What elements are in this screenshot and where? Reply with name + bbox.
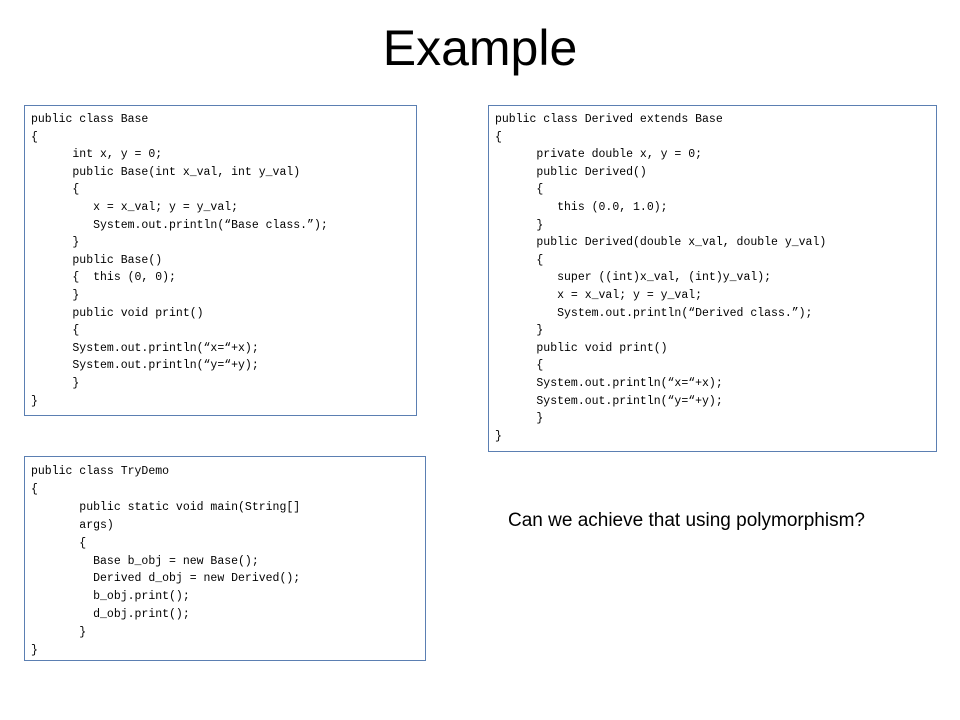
derived-code-line: System.out.println(“Derived class.”); <box>495 306 813 320</box>
base-code-line: x = x_val; y = y_val; <box>31 200 239 214</box>
trydemo-code-line: Derived d_obj = new Derived(); <box>31 572 301 586</box>
derived-code-line: { <box>495 130 502 144</box>
base-code-line: } <box>31 288 80 302</box>
trydemo-code-line: b_obj.print(); <box>31 590 190 604</box>
derived-code-line: public Derived() <box>495 165 647 179</box>
trydemo-code-line: public class TryDemo <box>31 465 170 478</box>
trydemo-code-line: } <box>31 644 38 658</box>
base-code-line: int x, y = 0; <box>31 148 163 162</box>
code-lines: public class TryDemo { public static void… <box>31 463 419 660</box>
derived-code-line: public class Derived extends Base <box>495 113 723 126</box>
base-code-line: System.out.println(“y=“+y); <box>31 359 259 373</box>
derived-code-line: { <box>495 253 544 267</box>
derived-code-line: } <box>495 324 544 338</box>
code-lines: public class Base { int x, y = 0; public … <box>31 111 410 410</box>
derived-code-line: super ((int)x_val, (int)y_val); <box>495 271 772 285</box>
base-code-line: } <box>31 376 80 390</box>
derived-code-line: System.out.println(“y=“+y); <box>495 394 723 408</box>
trydemo-code-line: public static void main(String[] <box>31 500 301 514</box>
derived-code-line: public Derived(double x_val, double y_va… <box>495 236 827 250</box>
derived-code-line: x = x_val; y = y_val; <box>495 288 703 302</box>
base-code-line: { <box>31 183 80 197</box>
derived-code-line: this (0.0, 1.0); <box>495 200 668 214</box>
trydemo-code-line: args) <box>31 518 114 532</box>
code-box-derived-class: public class Derived extends Base { priva… <box>488 105 937 452</box>
base-code-line: public Base() <box>31 253 163 267</box>
trydemo-code-line: d_obj.print(); <box>31 608 190 622</box>
derived-code-line: { <box>495 359 544 373</box>
derived-code-line: private double x, y = 0; <box>495 148 703 162</box>
base-code-line: { <box>31 130 38 144</box>
derived-code-line: } <box>495 218 544 232</box>
derived-code-line: public void print() <box>495 341 668 355</box>
base-code-line: public class Base <box>31 113 149 126</box>
code-box-trydemo-class: public class TryDemo { public static void… <box>24 456 426 661</box>
derived-code-line: } <box>495 412 544 426</box>
base-code-line: public Base(int x_val, int y_val) <box>31 165 301 179</box>
derived-code-line: } <box>495 429 502 443</box>
trydemo-code-line: { <box>31 536 87 550</box>
base-code-line: System.out.println(“x=“+x); <box>31 341 259 355</box>
derived-code-line: { <box>495 183 544 197</box>
base-code-line: System.out.println(“Base class.”); <box>31 218 328 232</box>
trydemo-code-line: Base b_obj = new Base(); <box>31 554 259 568</box>
base-code-line: { this (0, 0); <box>31 271 176 285</box>
derived-code-line: System.out.println(“x=“+x); <box>495 376 723 390</box>
base-code-line: public void print() <box>31 306 204 320</box>
code-lines: public class Derived extends Base { priva… <box>495 111 930 445</box>
base-code-line: } <box>31 236 80 250</box>
base-code-line: } <box>31 394 38 408</box>
code-box-base-class: public class Base { int x, y = 0; public … <box>24 105 417 416</box>
polymorphism-question: Can we achieve that using polymorphism? <box>508 510 865 531</box>
base-code-line: { <box>31 324 80 338</box>
trydemo-code-line: { <box>31 482 38 496</box>
trydemo-code-line: } <box>31 626 87 640</box>
slide-title: Example <box>382 20 578 76</box>
